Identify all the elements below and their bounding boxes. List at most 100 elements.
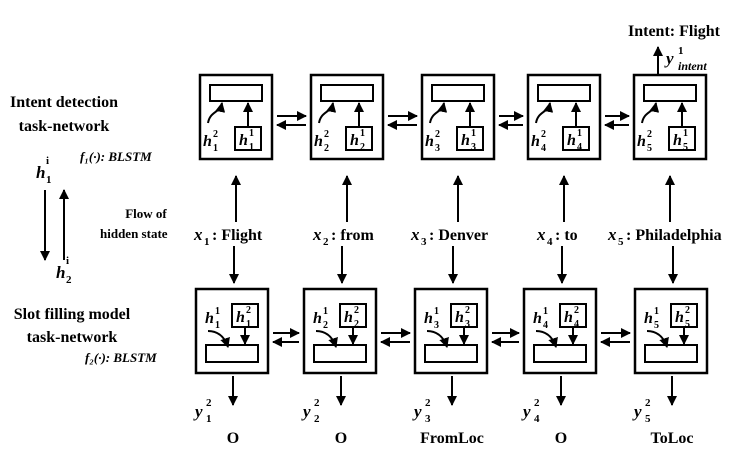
intent-cell-h-backward-h: h xyxy=(203,133,212,150)
slot-cell-h-forward-sup: 1 xyxy=(543,306,548,317)
intent-cell-h-backward-h: h xyxy=(314,133,323,150)
svg-text:i: i xyxy=(66,255,69,267)
slot-output-y-sub: 4 xyxy=(534,413,540,425)
slot-cell-h-forward-sub: 2 xyxy=(323,320,328,331)
f2-blstm-label: f₂(·): BLSTM xyxy=(85,350,157,365)
intent-cell-h-backward-sub: 5 xyxy=(647,143,652,154)
slot-cell-state xyxy=(644,344,698,363)
svg-text:1: 1 xyxy=(678,45,684,57)
intent-cell-curve-arrow xyxy=(318,102,337,124)
intent-cell-h-forward-h: h xyxy=(567,132,576,149)
slot-cell-curve-arrow xyxy=(315,330,338,348)
slot-cell-h-backward-sup: 2 xyxy=(465,305,470,316)
slot-output-y-sup: 2 xyxy=(206,397,212,409)
slot-cell-h-backward-sup: 2 xyxy=(685,305,690,316)
slot-cell-h-forward-h: h xyxy=(313,310,322,327)
slot-network-title: Slot filling model xyxy=(14,306,131,323)
intent-cell-h-backward-sup: 2 xyxy=(647,129,652,140)
slot-output-y-var: y xyxy=(412,402,422,421)
intent-cell-h-backward-h: h xyxy=(531,133,540,150)
intent-cell-h-forward-h: h xyxy=(673,132,682,149)
flow-h2-label: h i 2 xyxy=(56,255,72,286)
slot-output-y-sub: 1 xyxy=(206,413,212,425)
slot-cell-state xyxy=(313,344,367,363)
slot-cell-h-backward-sub: 2 xyxy=(354,319,359,330)
slot-cell-h-forward-sup: 1 xyxy=(215,306,220,317)
input-word-index: 3 xyxy=(421,236,427,248)
slot-cell-h-forward-sub: 3 xyxy=(434,320,439,331)
slot-cell-curve-arrow xyxy=(646,330,669,348)
slot-cell-h-forward-sup: 1 xyxy=(323,306,328,317)
slot-output-y-sub: 5 xyxy=(645,413,651,425)
slot-output-y-var: y xyxy=(632,402,642,421)
intent-cell-h-backward-sub: 4 xyxy=(541,143,546,154)
slot-output-y-sup: 2 xyxy=(314,397,320,409)
intent-cell-state xyxy=(643,84,697,102)
intent-cell-state xyxy=(320,84,374,102)
intent-cell-h-backward-sup: 2 xyxy=(435,129,440,140)
intent-cell-h-forward-h: h xyxy=(239,132,248,149)
intent-output-label: Intent: Flight xyxy=(628,23,721,40)
intent-cell-h-backward-sup: 2 xyxy=(541,129,546,140)
intent-cell-curve-arrow xyxy=(429,102,448,124)
input-word-text: : Philadelphia xyxy=(626,227,722,244)
slot-cell-frame xyxy=(522,287,598,375)
input-word-var: x xyxy=(607,225,617,244)
intent-cell-h-backward-sub: 3 xyxy=(435,143,440,154)
intent-cell-frame xyxy=(420,73,496,161)
slot-output-y-sup: 2 xyxy=(425,397,431,409)
slot-cell-curve-arrow xyxy=(535,330,558,348)
svg-text:i: i xyxy=(46,155,49,167)
intent-cell-state xyxy=(209,84,263,102)
slot-output-y-sub: 3 xyxy=(425,413,431,425)
intent-cell-frame xyxy=(526,73,602,161)
svg-text:2: 2 xyxy=(66,274,72,286)
label-clip xyxy=(180,222,196,244)
slot-cell-h-backward-h: h xyxy=(455,309,464,326)
intent-cell-curve-arrow xyxy=(641,102,660,124)
slot-output-tag: O xyxy=(335,430,347,447)
svg-text:intent: intent xyxy=(678,59,707,73)
slot-output-y-sub: 2 xyxy=(314,413,320,425)
input-word-text: : to xyxy=(555,227,578,244)
intent-cell-h-forward-sub: 4 xyxy=(577,142,582,153)
input-word-var: x xyxy=(536,225,546,244)
slot-cell-h-backward-sub: 4 xyxy=(574,319,579,330)
intent-cell-h-forward-sub: 2 xyxy=(360,142,365,153)
slot-output-tag: O xyxy=(555,430,567,447)
intent-cell-h-forward-sup: 1 xyxy=(577,128,582,139)
slot-output-y-var: y xyxy=(521,402,531,421)
slot-output-tag: ToLoc xyxy=(651,430,694,447)
intent-cell-h-backward-sup: 2 xyxy=(213,129,218,140)
slot-cell-h-backward-sub: 5 xyxy=(685,319,690,330)
intent-cell-h-backward-h: h xyxy=(425,133,434,150)
slot-cell-h-forward-h: h xyxy=(533,310,542,327)
flow-label-line1: Flow of xyxy=(125,206,167,221)
